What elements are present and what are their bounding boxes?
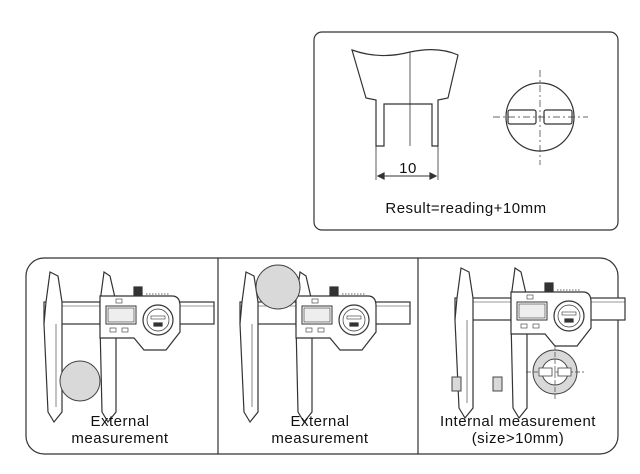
- caption-line: Internal measurement: [440, 413, 596, 430]
- hole-cross-section: [493, 70, 588, 165]
- measured-object: [255, 264, 301, 310]
- panel-3-caliper: [451, 267, 626, 419]
- result-text: Result=reading+10mm: [385, 200, 547, 217]
- caption-line: measurement: [71, 430, 169, 447]
- measured-object: [59, 360, 101, 402]
- internal-jaws-drawing: [351, 49, 459, 180]
- top-result-figure: [313, 31, 619, 231]
- measured-object: [451, 376, 462, 392]
- panel-2-caption: External measurement: [228, 413, 412, 447]
- caption-line: measurement: [271, 430, 369, 447]
- panel-3-caption: Internal measurement (size>10mm): [420, 413, 616, 447]
- caption-line: External: [290, 413, 350, 430]
- caption-line: (size>10mm): [471, 430, 565, 447]
- ring-cross-section: [526, 345, 584, 399]
- panel-2-caliper: [239, 264, 411, 423]
- panel-1-caliper: [43, 271, 215, 423]
- panel-1-caption: External measurement: [30, 413, 210, 447]
- caption-line: External: [90, 413, 150, 430]
- dimension-label: 10: [399, 160, 417, 177]
